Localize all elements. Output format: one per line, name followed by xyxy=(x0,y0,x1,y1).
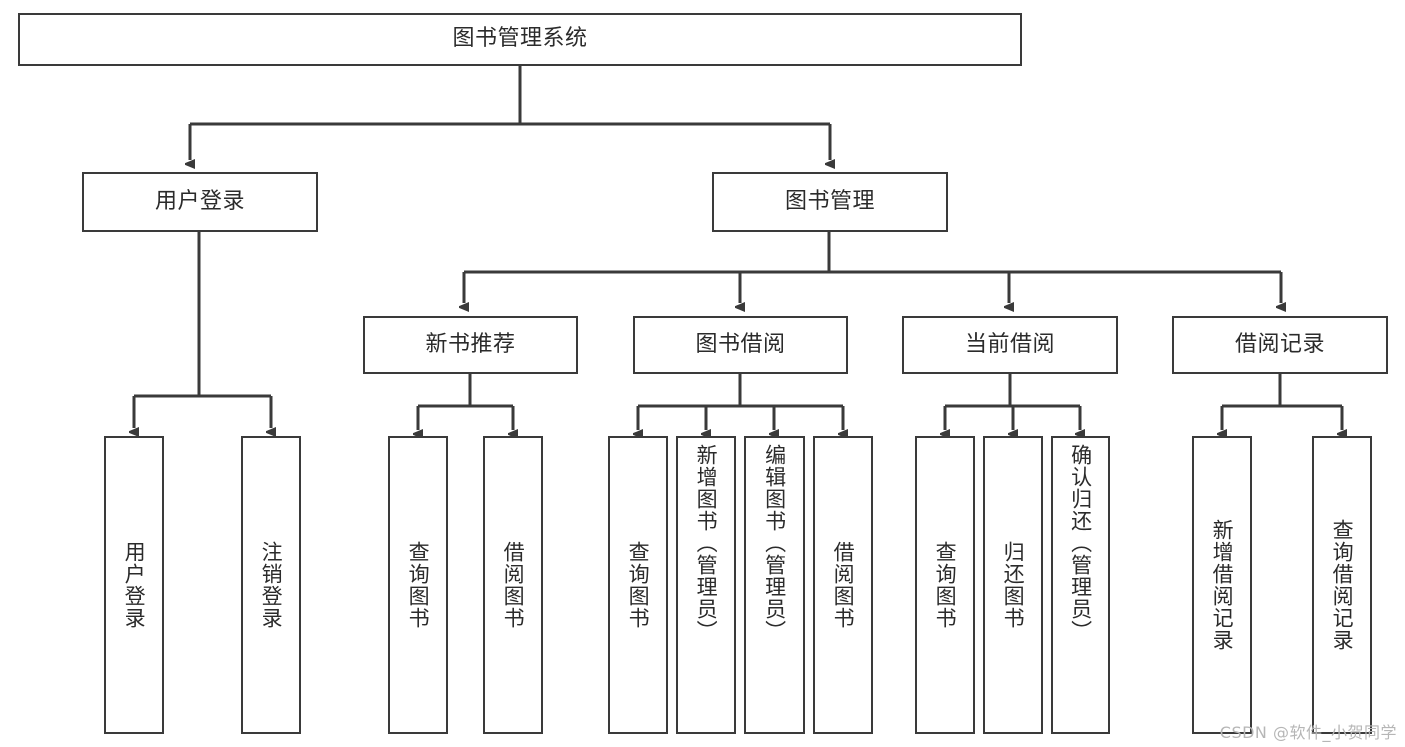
node-label: 用户登录 xyxy=(122,541,147,629)
node-new-book-recommendation[interactable]: 新书推荐 xyxy=(363,316,578,374)
leaf-add-borrow-record[interactable]: 新增借阅记录 xyxy=(1192,436,1252,734)
leaf-return-book[interactable]: 归还图书 xyxy=(983,436,1043,734)
leaf-borrow-book[interactable]: 借阅图书 xyxy=(813,436,873,734)
leaf-add-book-admin[interactable]: 新增图书（管理员） xyxy=(676,436,736,734)
node-book-management-system[interactable]: 图书管理系统 xyxy=(18,13,1022,66)
node-label: 借阅图书 xyxy=(501,541,526,629)
node-label: 借阅图书 xyxy=(831,541,856,629)
node-book-management[interactable]: 图书管理 xyxy=(712,172,948,232)
node-label: 查询图书 xyxy=(406,541,431,629)
leaf-query-book-current[interactable]: 查询图书 xyxy=(915,436,975,734)
node-label: 归还图书 xyxy=(1001,541,1026,629)
node-label: 图书管理系统 xyxy=(452,26,588,52)
node-label: 新增借阅记录 xyxy=(1210,519,1235,651)
leaf-query-book-borrow[interactable]: 查询图书 xyxy=(608,436,668,734)
leaf-confirm-return-admin[interactable]: 确认归还（管理员） xyxy=(1051,436,1110,734)
node-label: 查询图书 xyxy=(933,541,958,629)
node-label: 查询图书 xyxy=(626,541,651,629)
node-label: 当前借阅 xyxy=(964,331,1055,357)
node-label: 新书推荐 xyxy=(425,331,516,357)
leaf-edit-book-admin[interactable]: 编辑图书（管理员） xyxy=(744,436,805,734)
node-label: 用户登录 xyxy=(154,188,245,214)
node-label: 图书管理 xyxy=(784,188,875,214)
leaf-query-borrow-record[interactable]: 查询借阅记录 xyxy=(1312,436,1372,734)
node-label: 编辑图书（管理员） xyxy=(762,444,787,642)
node-borrowing-record[interactable]: 借阅记录 xyxy=(1172,316,1388,374)
leaf-user-login[interactable]: 用户登录 xyxy=(104,436,164,734)
node-current-borrowing[interactable]: 当前借阅 xyxy=(902,316,1118,374)
node-label: 查询借阅记录 xyxy=(1330,519,1355,651)
leaf-logout[interactable]: 注销登录 xyxy=(241,436,301,734)
node-user-login[interactable]: 用户登录 xyxy=(82,172,318,232)
node-label: 注销登录 xyxy=(259,541,284,629)
csdn-watermark: CSDN @软件_小贺同学 xyxy=(1219,723,1397,742)
node-label: 借阅记录 xyxy=(1234,331,1325,357)
node-label: 图书借阅 xyxy=(695,331,786,357)
leaf-query-book-recommendation[interactable]: 查询图书 xyxy=(388,436,448,734)
leaf-borrow-book-recommendation[interactable]: 借阅图书 xyxy=(483,436,543,734)
node-label: 新增图书（管理员） xyxy=(694,444,719,642)
node-label: 确认归还（管理员） xyxy=(1068,444,1093,642)
node-book-borrowing[interactable]: 图书借阅 xyxy=(633,316,848,374)
